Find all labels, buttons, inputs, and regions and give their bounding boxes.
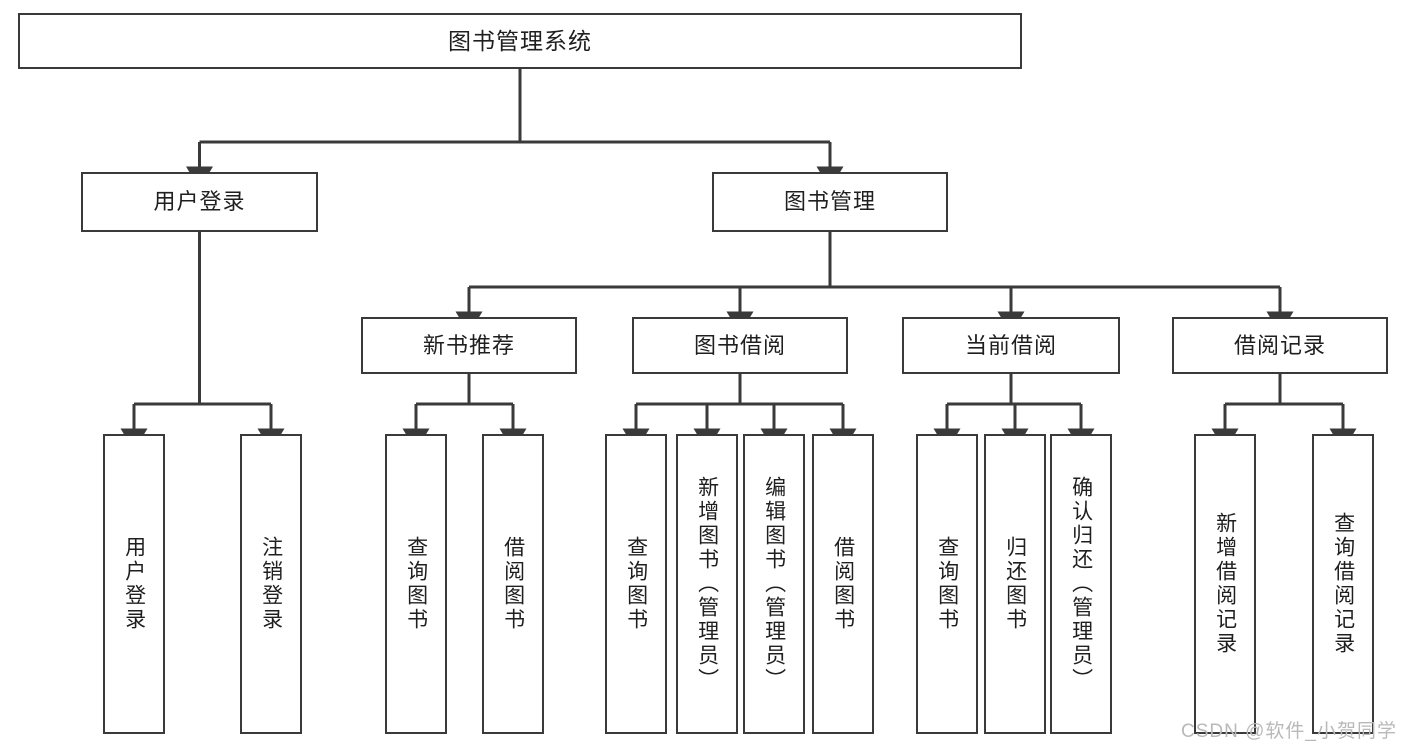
node-leaf_bb_edit[interactable]: 编辑图书（管理员） bbox=[743, 434, 805, 734]
node-leaf_user_login[interactable]: 用户登录 bbox=[103, 434, 165, 734]
node-label: 注销登录 bbox=[259, 536, 283, 632]
node-label: 借阅图书 bbox=[501, 536, 525, 632]
node-leaf_cb_query[interactable]: 查询图书 bbox=[916, 434, 978, 734]
node-label: 用户登录 bbox=[122, 536, 146, 632]
node-book_borrow[interactable]: 图书借阅 bbox=[632, 317, 848, 374]
node-leaf_rec_query[interactable]: 查询图书 bbox=[385, 434, 447, 734]
node-user_login[interactable]: 用户登录 bbox=[81, 172, 318, 232]
node-label: 新增图书（管理员） bbox=[695, 476, 719, 692]
node-leaf_bb_add[interactable]: 新增图书（管理员） bbox=[676, 434, 738, 734]
node-label: 查询借阅记录 bbox=[1331, 512, 1355, 656]
node-leaf_br_query[interactable]: 查询借阅记录 bbox=[1312, 434, 1374, 734]
node-label: 用户登录 bbox=[153, 189, 246, 215]
node-label: 借阅记录 bbox=[1233, 332, 1326, 358]
node-root[interactable]: 图书管理系统 bbox=[18, 13, 1022, 69]
node-leaf_br_add[interactable]: 新增借阅记录 bbox=[1194, 434, 1256, 734]
node-label: 编辑图书（管理员） bbox=[762, 476, 786, 692]
node-label: 新书推荐 bbox=[422, 332, 515, 358]
node-label: 归还图书 bbox=[1003, 536, 1027, 632]
node-leaf_user_logout[interactable]: 注销登录 bbox=[240, 434, 302, 734]
node-leaf_bb_query[interactable]: 查询图书 bbox=[605, 434, 667, 734]
node-label: 查询图书 bbox=[404, 536, 428, 632]
node-label: 图书管理 bbox=[783, 189, 876, 215]
node-label: 借阅图书 bbox=[831, 536, 855, 632]
node-label: 确认归还（管理员） bbox=[1069, 476, 1093, 692]
watermark: CSDN @软件_小贺同学 bbox=[1181, 721, 1397, 742]
node-label: 查询图书 bbox=[935, 536, 959, 632]
node-label: 图书管理系统 bbox=[448, 27, 592, 54]
node-leaf_rec_borrow[interactable]: 借阅图书 bbox=[482, 434, 544, 734]
node-label: 新增借阅记录 bbox=[1213, 512, 1237, 656]
node-cur_borrow[interactable]: 当前借阅 bbox=[902, 317, 1120, 374]
node-borrow_record[interactable]: 借阅记录 bbox=[1172, 317, 1388, 374]
node-leaf_cb_confirm[interactable]: 确认归还（管理员） bbox=[1050, 434, 1112, 734]
node-label: 查询图书 bbox=[624, 536, 648, 632]
node-new_book_rec[interactable]: 新书推荐 bbox=[361, 317, 577, 374]
node-label: 当前借阅 bbox=[964, 332, 1057, 358]
node-leaf_cb_return[interactable]: 归还图书 bbox=[984, 434, 1046, 734]
node-label: 图书借阅 bbox=[693, 332, 786, 358]
node-leaf_bb_borrow[interactable]: 借阅图书 bbox=[812, 434, 874, 734]
node-book_manage[interactable]: 图书管理 bbox=[712, 172, 948, 232]
